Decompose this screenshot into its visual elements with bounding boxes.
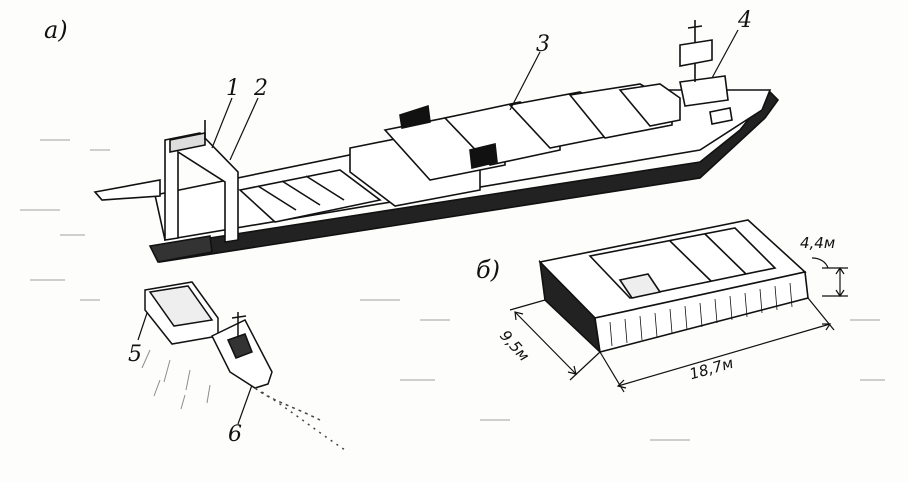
dimension-lines [509, 257, 848, 393]
callout-1: 1 [226, 76, 240, 101]
callout-5: 5 [128, 342, 142, 367]
wake-marks [141, 349, 211, 410]
leader-lines [137, 29, 739, 425]
panel-label-b: б) [476, 256, 501, 284]
callout-4: 4 [738, 8, 752, 33]
lighter-barge [538, 219, 809, 355]
tug-and-lighter [144, 281, 346, 451]
panel-label-a: а) [44, 16, 68, 44]
callout-2: 2 [254, 76, 268, 101]
dimension-height: 4,4м [800, 234, 836, 252]
callout-3: 3 [536, 32, 550, 57]
container-ship [93, 20, 780, 263]
callout-6: 6 [228, 422, 242, 447]
